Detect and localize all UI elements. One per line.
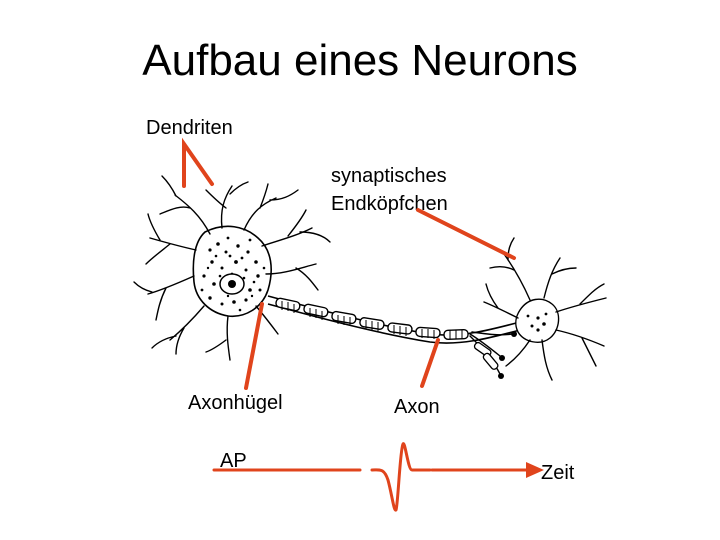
pointer-lines [182, 137, 516, 390]
label-axon: Axon [394, 396, 440, 418]
neuron-right-nucleus [526, 312, 548, 332]
pointer-axonhuegel [244, 302, 264, 390]
label-zeit: Zeit [541, 462, 575, 484]
pointer-dendriten [182, 137, 214, 188]
slide-title: Aufbau eines Neurons [142, 36, 578, 85]
axon-terminal-myelin [473, 341, 499, 370]
pointer-axon [420, 338, 440, 388]
label-axonhuegel: Axonhügel [188, 392, 283, 414]
ap-trace [212, 442, 528, 512]
neuron-cell-body [192, 225, 272, 317]
dendrites-left [133, 175, 331, 361]
nucleus [219, 273, 245, 295]
label-ap: AP [220, 450, 247, 472]
myelin-texture [281, 301, 463, 339]
neuron-right [483, 237, 607, 381]
axon [267, 295, 521, 344]
label-synaptic-line1: synaptisches [331, 165, 447, 187]
synaptic-knobs [498, 331, 517, 379]
myelin-sheath [275, 297, 469, 340]
time-arrow-head [526, 462, 544, 478]
label-dendriten: Dendriten [146, 117, 233, 139]
pointer-synaptic [416, 208, 516, 260]
